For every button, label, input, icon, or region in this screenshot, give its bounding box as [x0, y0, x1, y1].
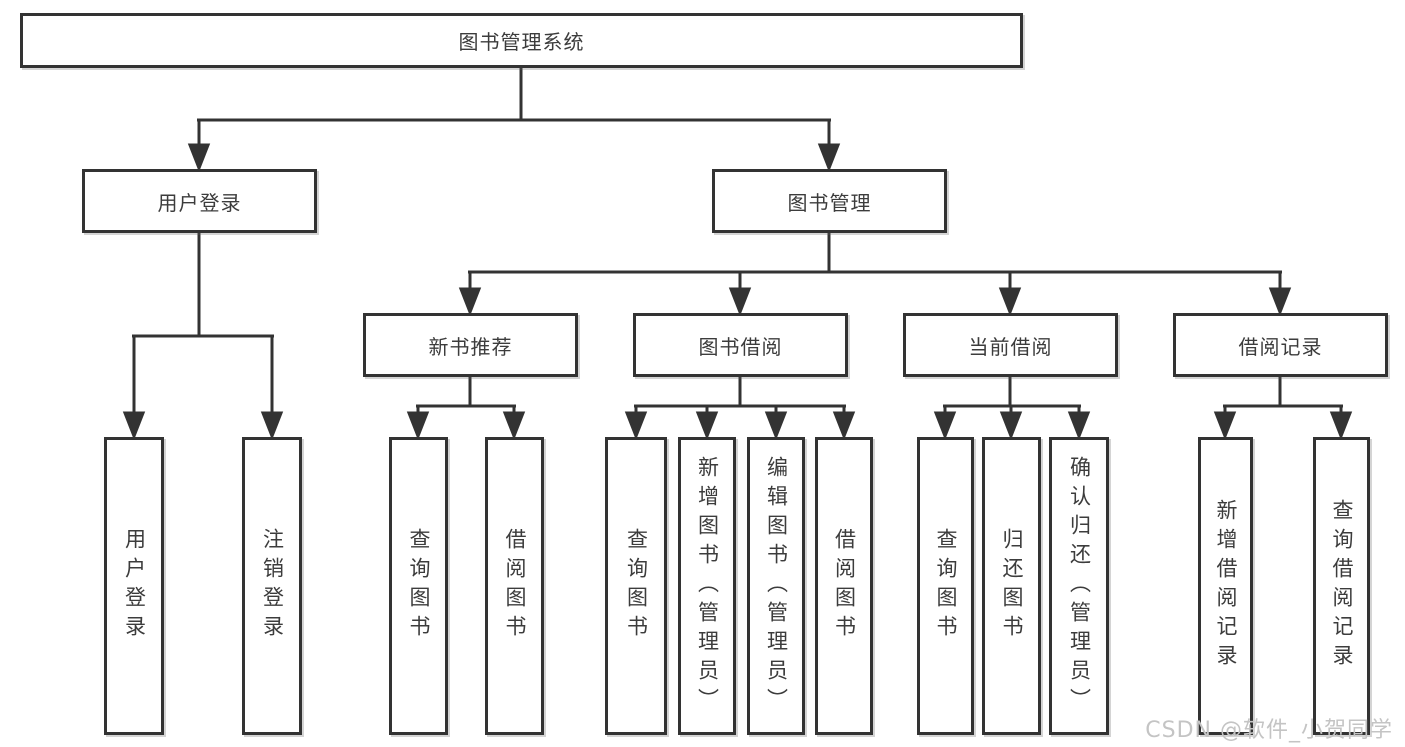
leaf-add-borrow-record: 新增借阅记录	[1198, 437, 1253, 735]
connector-borrow-record-children	[1213, 377, 1353, 441]
leaf-user-login: 用户登录	[104, 437, 164, 735]
node-label: 查询图书	[407, 528, 431, 644]
node-label: 借阅图书	[832, 528, 857, 644]
node-label: 图书管理系统	[458, 30, 585, 54]
node-label: 图书借阅	[698, 334, 783, 359]
watermark: CSDN @软件_小贺同学	[1145, 718, 1393, 743]
node-label: 注销登录	[260, 528, 285, 644]
node-label: 借阅图书	[503, 528, 527, 644]
node-label: 新增借阅记录	[1214, 499, 1238, 673]
connector-book-borrow-children	[624, 377, 856, 441]
leaf-return-books: 归还图书	[982, 437, 1041, 735]
node-label: 查询图书	[624, 528, 649, 644]
node-user-login: 用户登录	[82, 169, 317, 233]
leaf-query-books-3: 查询图书	[917, 437, 974, 735]
node-label: 用户登录	[157, 190, 242, 215]
node-label: 确认归还（管理员）	[1067, 455, 1092, 717]
node-label: 编辑图书（管理员）	[764, 455, 789, 717]
leaf-borrow-books-2: 借阅图书	[815, 437, 873, 735]
node-borrow-record: 借阅记录	[1173, 313, 1388, 377]
node-book-borrow: 图书借阅	[633, 313, 848, 377]
node-root-library-system: 图书管理系统	[20, 13, 1023, 68]
leaf-logout: 注销登录	[242, 437, 302, 735]
leaf-query-books-1: 查询图书	[389, 437, 448, 735]
node-label: 新书推荐	[428, 334, 513, 359]
connector-root-to-level2	[187, 68, 841, 173]
node-label: 图书管理	[787, 190, 872, 215]
connector-user-login-children	[122, 233, 284, 441]
connector-current-borrow-children	[933, 377, 1091, 441]
connector-book-management-to-level3	[458, 233, 1292, 317]
node-label: 借阅记录	[1238, 334, 1323, 359]
node-label: 当前借阅	[968, 334, 1053, 359]
leaf-edit-book-admin: 编辑图书（管理员）	[747, 437, 805, 735]
node-book-management: 图书管理	[712, 169, 947, 233]
node-label: 用户登录	[122, 528, 147, 644]
node-new-book-recommend: 新书推荐	[363, 313, 578, 377]
leaf-query-books-2: 查询图书	[605, 437, 667, 735]
leaf-add-book-admin: 新增图书（管理员）	[678, 437, 736, 735]
connector-new-book-recommend-children	[406, 377, 526, 441]
node-label: 新增图书（管理员）	[695, 455, 720, 717]
node-label: 查询借阅记录	[1330, 499, 1354, 673]
leaf-borrow-books-1: 借阅图书	[485, 437, 544, 735]
node-label: 查询图书	[934, 528, 958, 644]
node-label: 归还图书	[1000, 528, 1024, 644]
leaf-query-borrow-record: 查询借阅记录	[1313, 437, 1370, 735]
node-current-borrow: 当前借阅	[903, 313, 1118, 377]
leaf-confirm-return-admin: 确认归还（管理员）	[1049, 437, 1109, 735]
